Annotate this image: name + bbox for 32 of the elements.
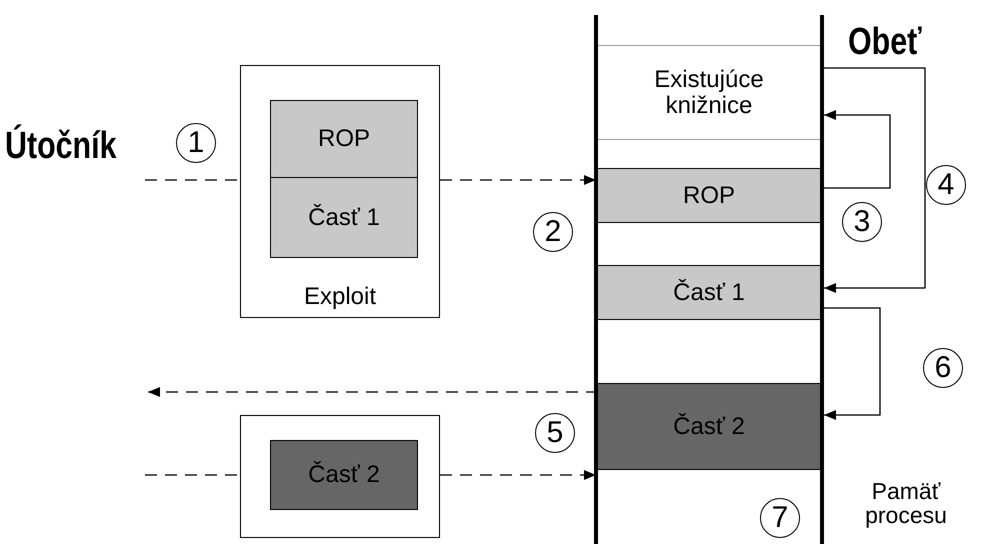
actor-heading: Obeť (848, 20, 922, 65)
callout-number: 1 (176, 123, 216, 163)
arrow (824, 67, 926, 293)
arrow (824, 110, 891, 189)
exploit-box (240, 65, 440, 318)
callout-number: 7 (760, 498, 800, 538)
memory-block (598, 45, 820, 140)
dashed-arrow (440, 175, 596, 185)
block-label: Časť 1 (673, 280, 745, 306)
block-label: ROP (682, 182, 735, 208)
block-label: Časť 2 (673, 414, 745, 440)
actor-heading: Útočník (5, 123, 116, 169)
arrow (824, 307, 881, 420)
memory-caption: Pamäť procesu (864, 479, 948, 528)
callout-number: 6 (923, 348, 963, 388)
memory-block (270, 100, 418, 178)
callout-number: 5 (535, 413, 575, 453)
block-label: ROP (318, 126, 370, 152)
callout-number: 3 (842, 202, 882, 242)
block-label: Existujúce knižnice (653, 67, 765, 118)
block-label: Exploit (302, 284, 378, 309)
dashed-arrow (440, 470, 596, 480)
exploit-box (240, 415, 440, 538)
memory-block (598, 168, 820, 223)
memory-block (598, 265, 820, 320)
callout-number: 2 (533, 212, 573, 252)
block-label: Časť 1 (308, 204, 380, 230)
memory-block (270, 440, 418, 510)
callout-number: 4 (926, 165, 966, 205)
memory-block (270, 178, 418, 258)
memory-block (598, 383, 820, 470)
block-label: Časť 2 (308, 462, 380, 488)
